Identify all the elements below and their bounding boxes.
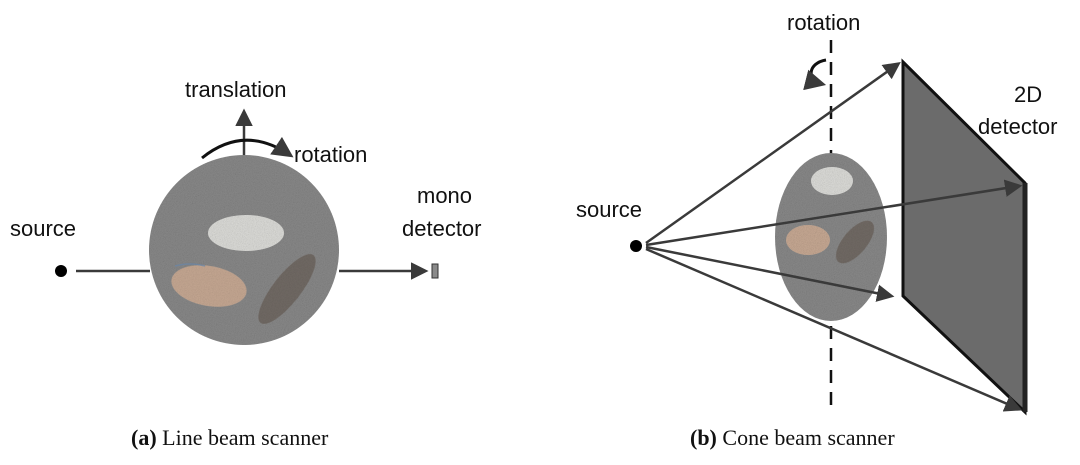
panel-a-line-beam: translation rotation source mono detecto… <box>10 77 482 450</box>
bright-ellipse <box>208 215 284 251</box>
phantom-ellipse <box>775 153 887 321</box>
dark-ellipse <box>258 254 316 324</box>
orange-ellipse <box>171 265 247 307</box>
translation-label: translation <box>185 77 287 102</box>
panel-b-cone-beam: rotation 2D detector source <box>576 10 1058 450</box>
dark-ellipse-b <box>835 220 875 264</box>
caption-a-tag: (a) <box>131 425 157 450</box>
mono-detector <box>431 263 439 279</box>
rotation-label-b: rotation <box>787 10 860 35</box>
source-point <box>55 265 67 277</box>
ray-bottom <box>645 247 1023 412</box>
source-label: source <box>10 216 76 241</box>
ray-top <box>645 61 901 245</box>
rotation-arc-arrow <box>201 136 294 160</box>
caption-b-tag: (b) <box>690 425 717 450</box>
source-label-b: source <box>576 197 642 222</box>
phantom-disc <box>149 155 339 345</box>
caption-b-text: Cone beam scanner <box>717 425 895 450</box>
detector-2d-label: 2D <box>1014 82 1042 107</box>
cone-beam-rays <box>645 61 1023 412</box>
mono-label: mono <box>417 183 472 208</box>
rotation-label: rotation <box>294 142 367 167</box>
caption-a: (a) Line beam scanner <box>131 425 329 450</box>
rotation-curl-arrow <box>803 58 827 91</box>
orange-ellipse-b <box>786 225 830 255</box>
caption-a-text: Line beam scanner <box>157 425 329 450</box>
detector-label-b: detector <box>978 114 1058 139</box>
detector-label: detector <box>402 216 482 241</box>
bright-ellipse-b <box>811 167 853 195</box>
ray-mid-lower <box>645 245 895 302</box>
caption-b: (b) Cone beam scanner <box>690 425 895 450</box>
source-point-b <box>630 240 642 252</box>
ray-mid-upper <box>645 179 1023 247</box>
